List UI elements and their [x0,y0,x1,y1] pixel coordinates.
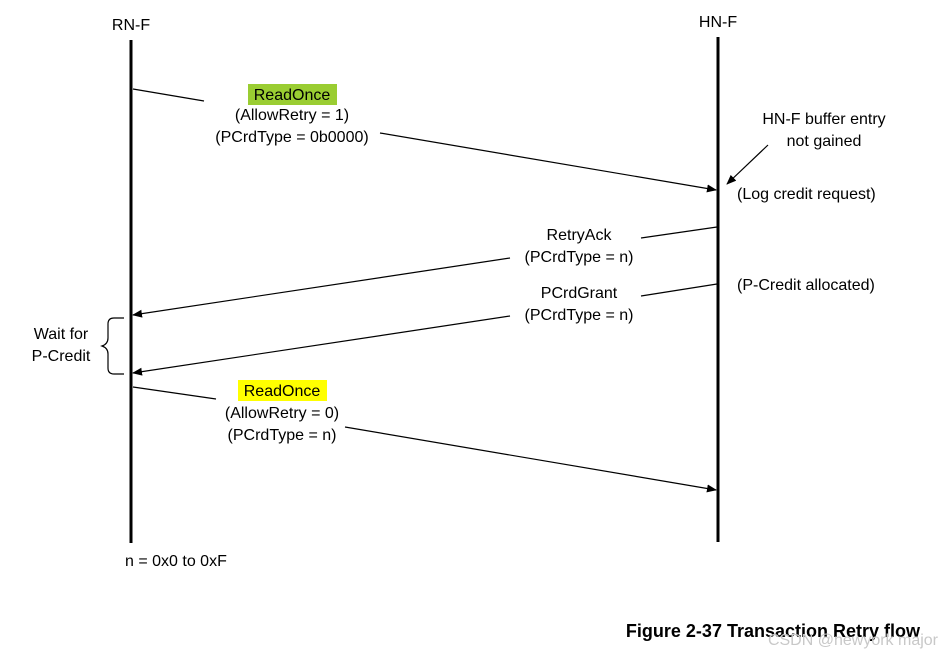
readonce-retry-highlight [238,380,327,401]
wait-brace [100,317,124,375]
p-credit-allocated-note: (P-Credit allocated) [737,277,875,294]
participant-rn-f-label: RN-F [112,17,150,34]
log-credit-request-note: (Log credit request) [737,186,876,203]
participant-hn-f-label: HN-F [699,14,737,31]
readonce-highlight [248,84,337,105]
pcrdgrant-line-segment [640,283,718,297]
pcrdtype-n-label: (PCrdType = n) [228,427,337,444]
buffer-note-line1: HN-F buffer entry [762,111,885,128]
allowretry-0-label: (AllowRetry = 0) [225,405,339,422]
retryack-label: RetryAck [547,227,613,244]
allowretry-1-label: (AllowRetry = 1) [235,107,349,124]
pcrdgrant-pcrdtype-label: (PCrdType = n) [525,307,634,324]
figure-caption: Figure 2-37 Transaction Retry flow [626,621,921,641]
buffer-note-line2: not gained [787,133,862,150]
p-credit-label: P-Credit [32,348,91,365]
readonce-retry-label: ReadOnce [244,383,321,400]
readonce-retry-arrow [344,426,717,493]
retryack-arrow [132,257,511,318]
retryack-line-segment [640,226,718,239]
watermark: CSDN @newyork major [768,632,939,649]
readonce-request-line-segment [132,88,205,102]
pcrdtype-initial-label: (PCrdType = 0b0000) [215,129,368,146]
buffer-note-pointer-arrow [726,144,769,185]
pcrdgrant-label: PCrdGrant [541,285,618,302]
readonce-request-label: ReadOnce [254,87,331,104]
readonce-request-arrow [379,132,717,193]
pcrdtype-range-note: n = 0x0 to 0xF [125,553,227,570]
readonce-retry-line-segment [132,386,217,400]
wait-for-label: Wait for [34,326,89,343]
retryack-pcrdtype-label: (PCrdType = n) [525,249,634,266]
pcrdgrant-arrow [132,315,511,376]
